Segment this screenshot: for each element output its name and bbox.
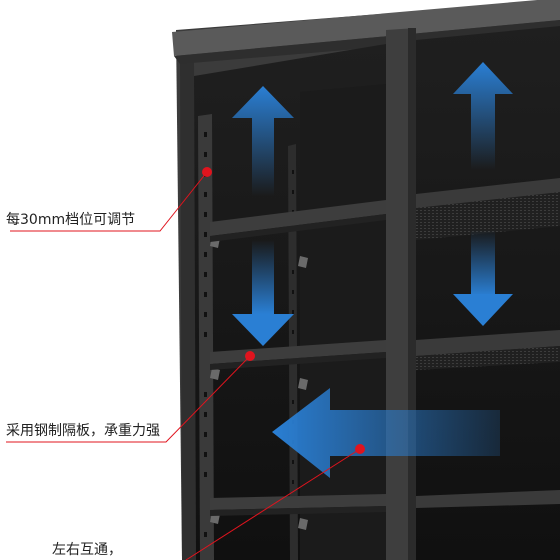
callout-left-right: 左右互通， [52, 542, 122, 558]
callout-shelf-adjustment: 每30mm档位可调节 [6, 212, 136, 228]
center-post [386, 28, 416, 560]
shelf-right-2 [416, 330, 560, 370]
shelf-right-1 [416, 178, 560, 240]
vertical-arrow-right-icon [453, 62, 513, 326]
vertical-arrow-left-lower-icon [232, 240, 294, 346]
horizontal-arrow-icon [272, 388, 500, 478]
shelf-left-1 [210, 200, 386, 242]
shelf-left-3 [210, 494, 386, 516]
vertical-arrow-left-upper-icon [232, 86, 294, 196]
shelf-right-3 [416, 490, 560, 508]
leader-lines [6, 171, 361, 560]
callout-steel-shelves: 采用钢制隔板，承重力强 [6, 423, 160, 439]
